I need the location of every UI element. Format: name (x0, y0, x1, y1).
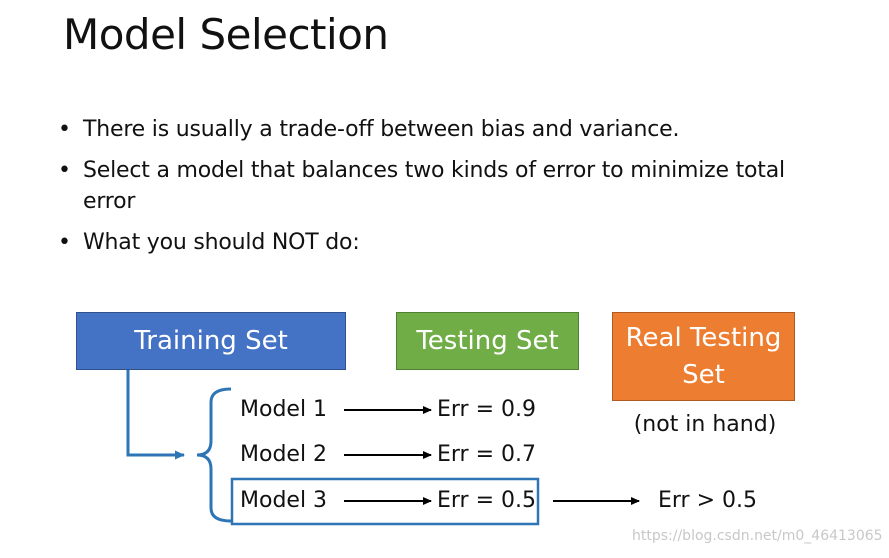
training-to-models-connector (126, 370, 185, 460)
real-testing-set-box: Real Testing Set (612, 312, 795, 401)
selected-model-highlight (230, 477, 540, 526)
model-2-label: Model 2 (240, 442, 328, 467)
bullet-item: There is usually a trade-off between bia… (58, 114, 818, 145)
models-brace (196, 387, 232, 523)
bullet-item: What you should NOT do: (58, 227, 818, 258)
watermark: https://blog.csdn.net/m0_46413065 (632, 528, 883, 544)
model-3-label: Model 3 (240, 488, 328, 513)
training-set-box: Training Set (76, 312, 346, 370)
model-2-error: Err = 0.7 (437, 442, 537, 467)
bullet-list: There is usually a trade-off between bia… (58, 114, 818, 268)
slide-title: Model Selection (63, 10, 389, 59)
not-in-hand-note: (not in hand) (633, 412, 777, 437)
real-error-label: Err > 0.5 (658, 488, 758, 513)
testing-set-box: Testing Set (396, 312, 579, 370)
model-1-label: Model 1 (240, 397, 328, 422)
model-3-error: Err = 0.5 (437, 488, 537, 513)
model-1-error: Err = 0.9 (437, 397, 537, 422)
bullet-item: Select a model that balances two kinds o… (58, 155, 818, 217)
